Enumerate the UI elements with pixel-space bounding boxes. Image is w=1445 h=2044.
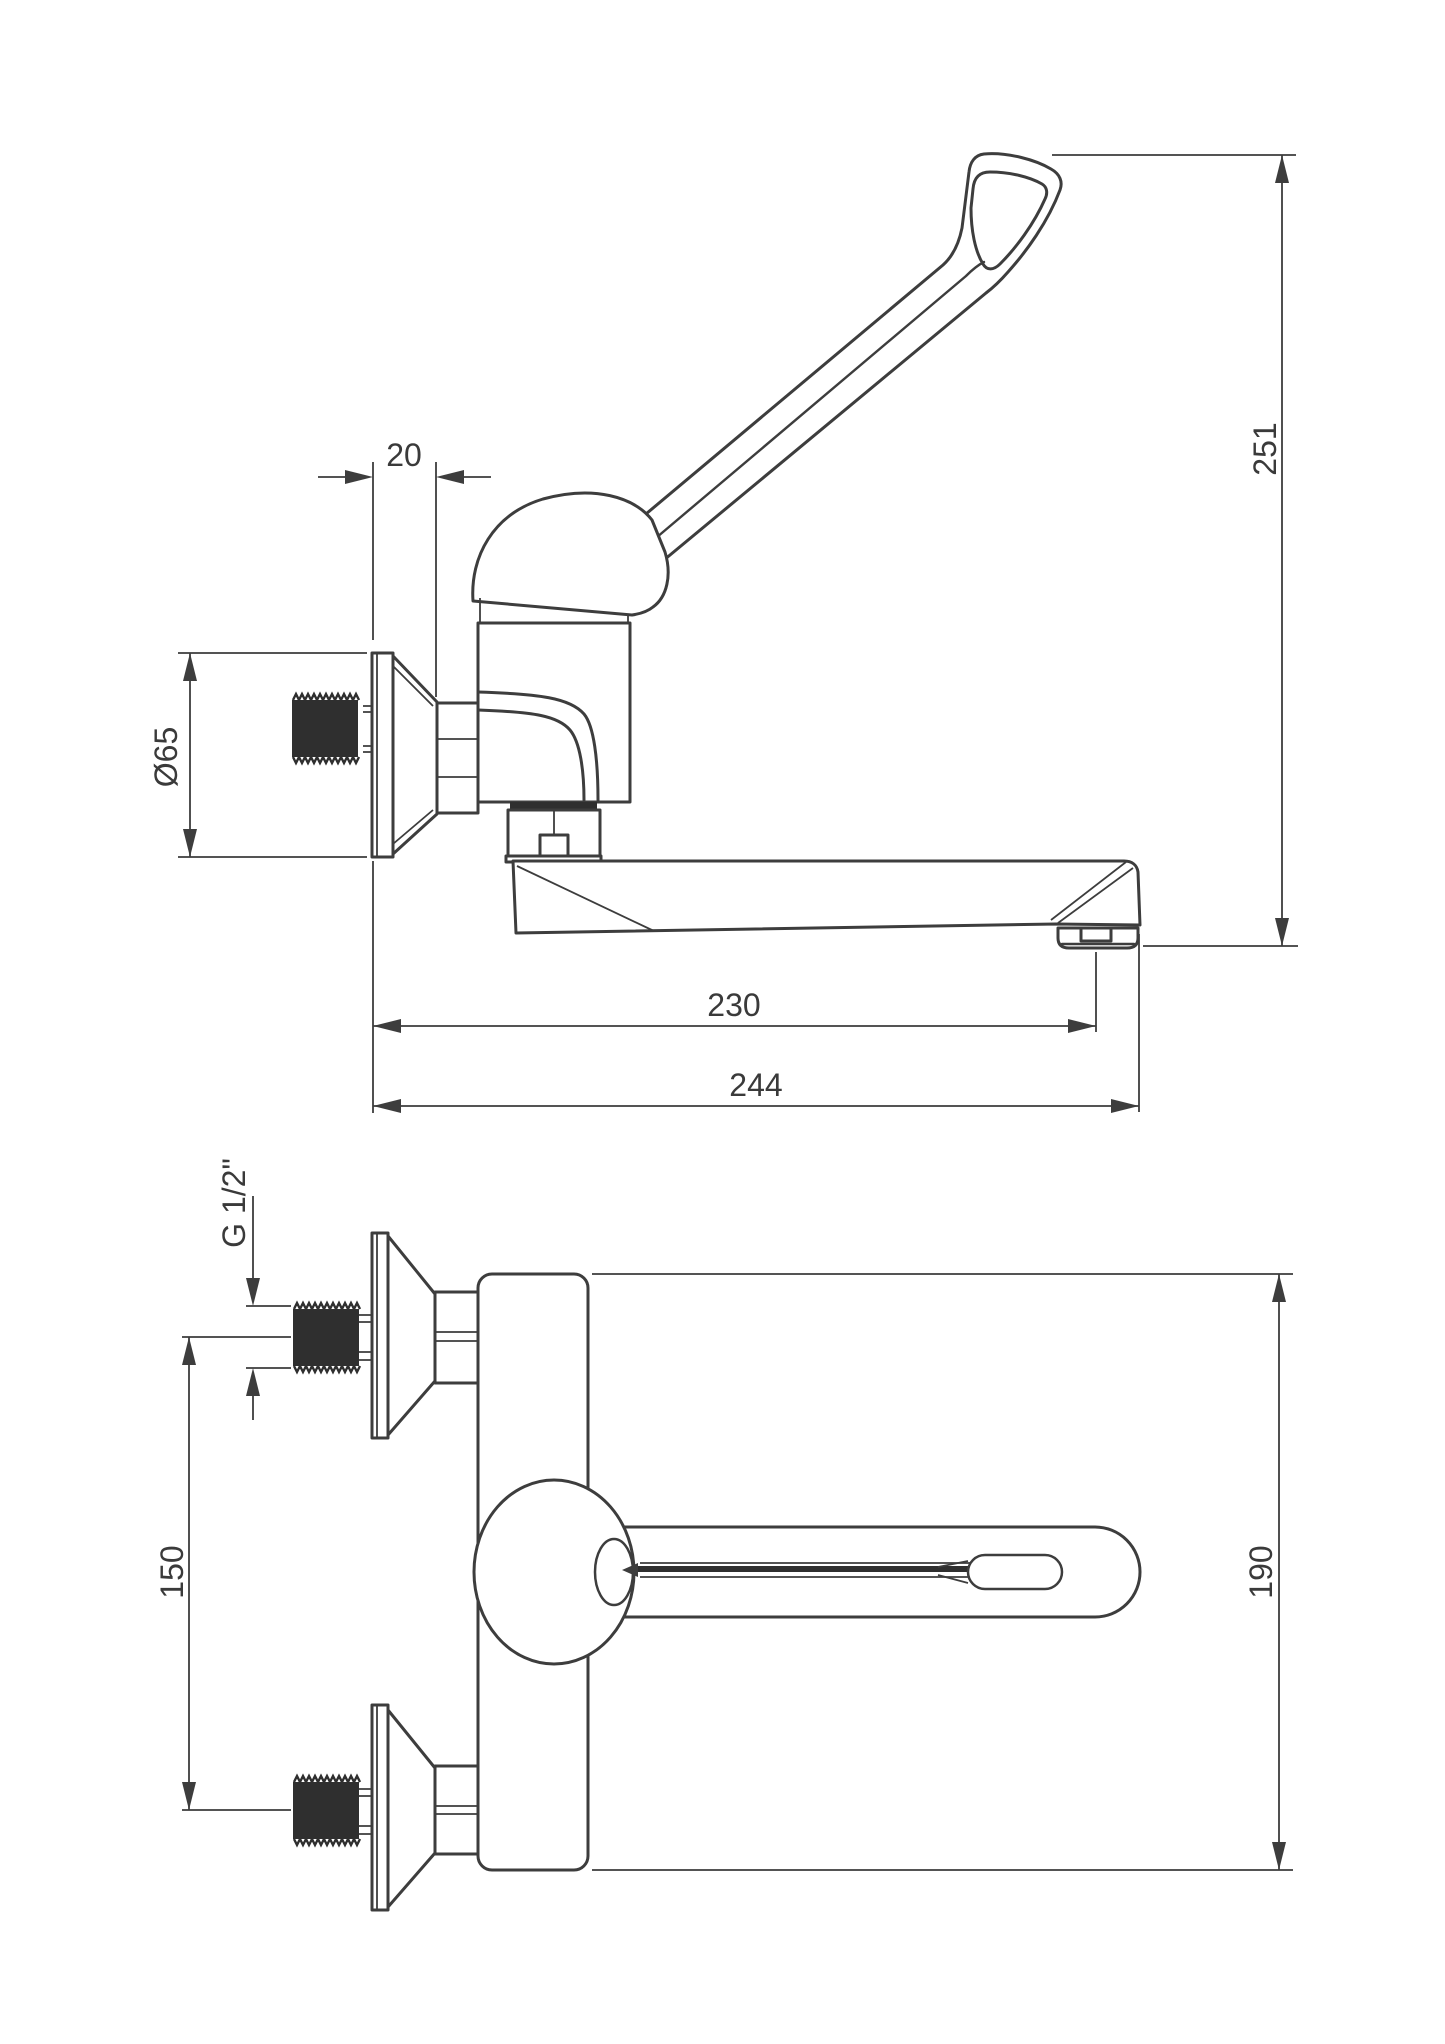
spout-end-cut-lines	[1050, 861, 1134, 924]
arrowhead	[1111, 1099, 1139, 1113]
swivel-nut-tab	[538, 833, 570, 858]
arrowhead	[345, 470, 373, 484]
dimension-offset-20: 20	[318, 437, 491, 697]
hex-nut-facets	[435, 1331, 478, 1342]
arrowhead	[183, 829, 197, 857]
dim-lines	[1052, 154, 1298, 947]
dimension-centre-distance-150: 150	[154, 1336, 291, 1811]
threaded-tail-side	[290, 692, 361, 765]
slot-tip	[622, 1563, 638, 1577]
mixer-dome-cap	[471, 491, 670, 617]
arrowhead	[182, 1337, 196, 1365]
dim-label-thread: G 1/2"	[216, 1158, 252, 1248]
arrowhead	[373, 1099, 401, 1113]
slot-end-opening	[966, 1553, 1064, 1591]
lower-wall-connection	[291, 1703, 480, 1912]
dim-label-centre-distance: 150	[154, 1545, 190, 1598]
upper-wall-connection	[291, 1231, 480, 1440]
dimension-overall-reach-244: 244	[373, 934, 1140, 1113]
escutcheon-cone-upper	[386, 1234, 437, 1437]
spout-tube	[511, 859, 1142, 935]
handle-outer-contour	[632, 152, 1063, 562]
arrowhead	[182, 1782, 196, 1810]
swivel-gap-band	[510, 802, 597, 810]
dim-label-spout-reach: 230	[707, 987, 760, 1023]
aerator-notch	[1079, 926, 1113, 943]
slot-edges	[640, 1562, 972, 1578]
swivel-nut	[504, 802, 603, 864]
arrowhead	[1275, 155, 1289, 183]
hex-nut-lower-front	[433, 1764, 480, 1856]
arrowhead	[1275, 918, 1289, 946]
escutcheon-plate-side	[370, 651, 395, 859]
spout-side	[511, 859, 1142, 950]
dimension-thread-g12: G 1/2"	[216, 1158, 291, 1420]
arrowhead	[1272, 1274, 1286, 1302]
escutcheon-cone-inner-side	[392, 665, 434, 845]
arrowhead	[373, 1019, 401, 1033]
dim-lines	[373, 934, 1140, 1112]
inner-waterway-lower	[476, 708, 586, 802]
dim-label-flange-diameter: Ø65	[148, 727, 184, 787]
dim-label-overall-reach: 244	[729, 1067, 782, 1103]
dim-ext-lines	[372, 462, 437, 697]
dimension-body-height-190: 190	[592, 1273, 1293, 1871]
dimension-flange-diameter-65: Ø65	[148, 652, 367, 858]
arrowhead	[1068, 1019, 1096, 1033]
escutcheon-plate-lower	[370, 1703, 390, 1912]
handle-grip-loop-hole	[969, 170, 1049, 271]
threaded-tail-upper-front	[291, 1301, 362, 1374]
hex-nut-upper-front	[433, 1290, 480, 1385]
hex-nut-side	[435, 701, 480, 815]
dim-lines	[178, 652, 367, 858]
dim-lines	[246, 1196, 291, 1420]
arrowhead	[246, 1368, 260, 1396]
handle-mid-line	[648, 260, 986, 545]
dimension-overall-height-251: 251	[1052, 154, 1298, 947]
spout-cone-line	[516, 865, 655, 932]
dim-label-offset: 20	[386, 437, 422, 473]
inner-waterway-upper	[476, 690, 600, 802]
thread-stem-upper	[359, 1314, 372, 1361]
lever-handle-side	[632, 152, 1063, 562]
hex-nut-facets	[435, 1805, 478, 1815]
dim-lines	[592, 1273, 1293, 1871]
hex-nut-facets-side	[437, 738, 478, 778]
front-view: G 1/2" 150 190	[154, 1158, 1293, 1912]
dim-label-body-height: 190	[1243, 1545, 1279, 1598]
dim-label-overall-height: 251	[1247, 422, 1283, 475]
arrowhead	[183, 653, 197, 681]
escutcheon-plate-upper	[370, 1231, 390, 1440]
escutcheon-cone-side	[391, 654, 439, 856]
arrowhead	[436, 470, 464, 484]
arrowhead	[246, 1278, 260, 1306]
arrowhead	[1272, 1842, 1286, 1870]
thread-stem-side	[363, 705, 372, 753]
thread-stem-lower	[359, 1788, 372, 1835]
threaded-tail-lower-front	[291, 1774, 362, 1847]
slot-end-tails	[937, 1560, 969, 1584]
side-view: 20 Ø65 251 230 244	[148, 152, 1298, 1113]
dim-lines	[182, 1336, 291, 1811]
dimension-spout-reach-230: 230	[372, 861, 1097, 1113]
lever-slot	[622, 1553, 1064, 1591]
escutcheon-cone-lower	[386, 1708, 437, 1909]
dim-lines	[372, 861, 1097, 1113]
